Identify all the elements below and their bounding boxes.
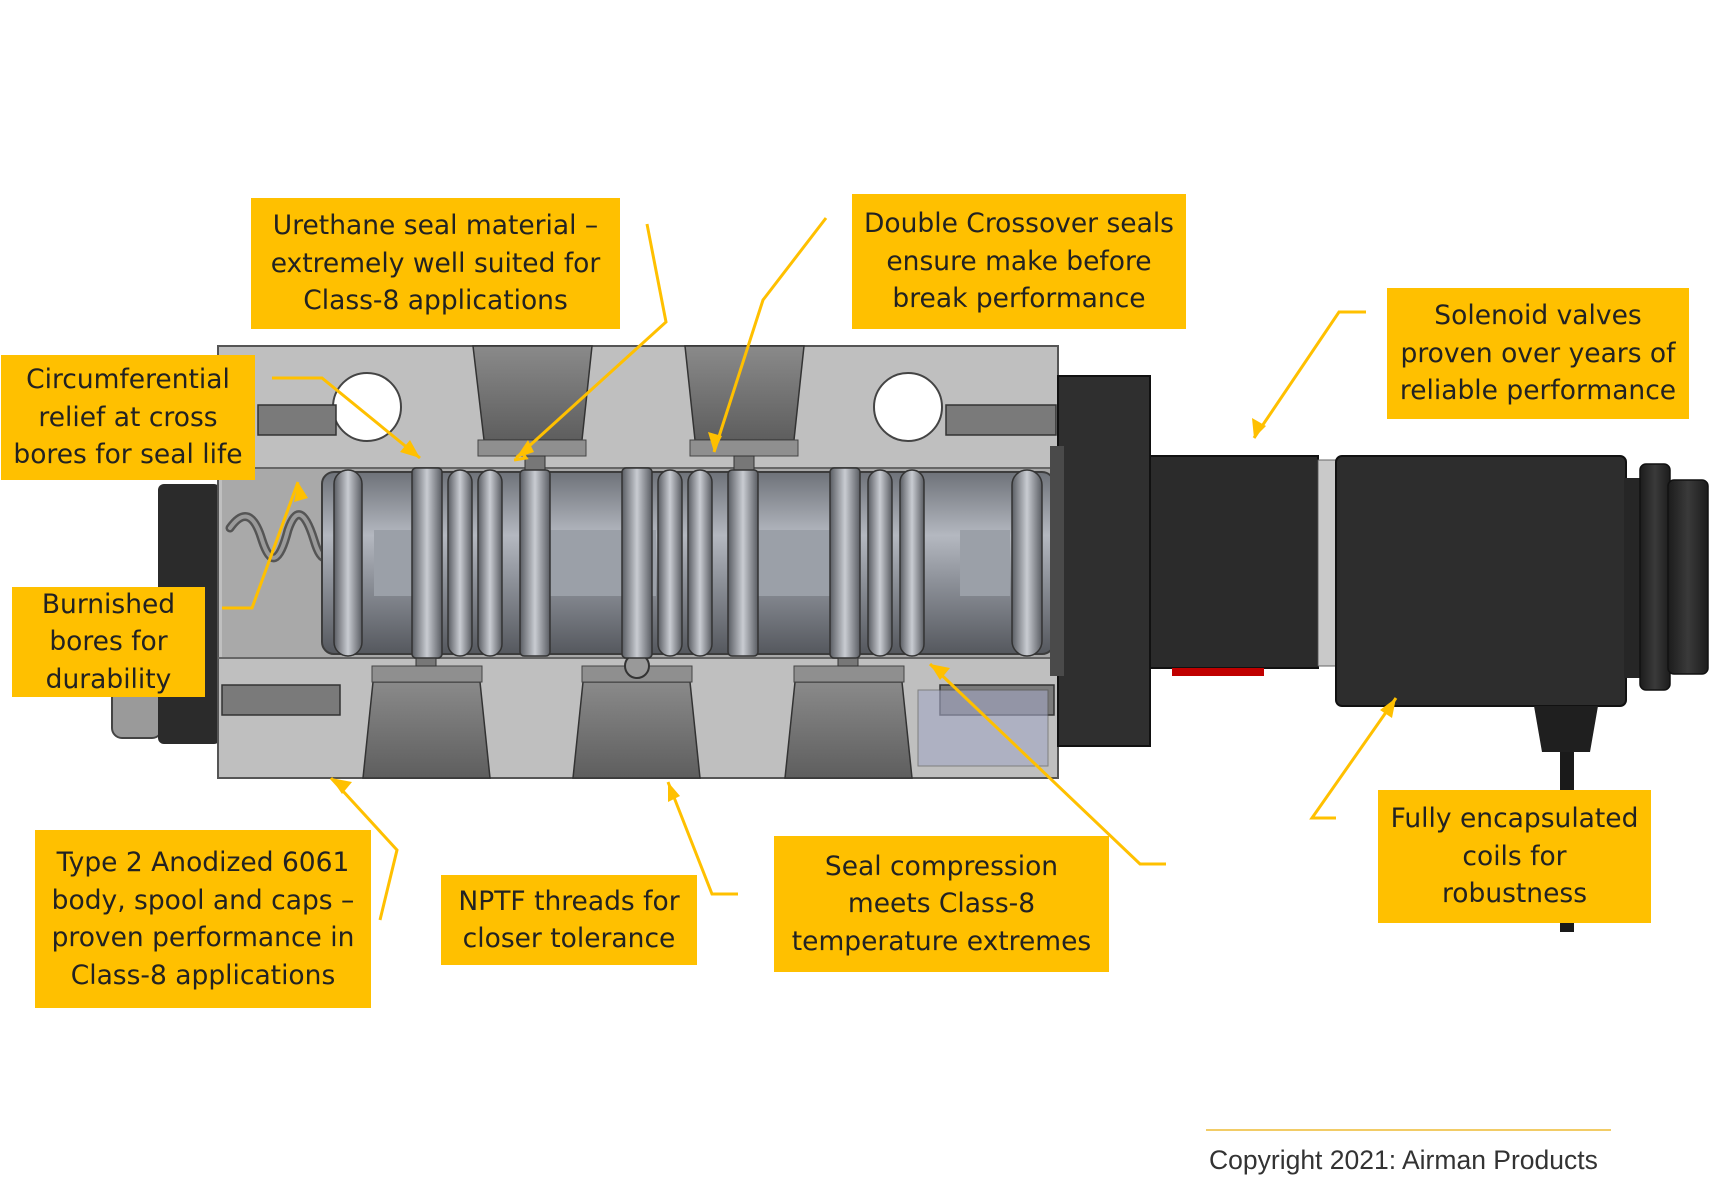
callout-encapsulated-coils: Fully encapsulated coils for robustness	[1378, 790, 1651, 923]
callout-urethane-seal: Urethane seal material – extremely well …	[251, 198, 620, 329]
callout-anodized-body: Type 2 Anodized 6061 body, spool and cap…	[35, 830, 371, 1008]
callout-circumferential-relief: Circumferential relief at cross bores fo…	[1, 355, 255, 480]
callout-urethane-seal-text: Urethane seal material – extremely well …	[270, 210, 601, 317]
leader-arrowheads	[294, 418, 1396, 802]
upper-ports	[472, 345, 805, 483]
callout-nptf-threads-text: NPTF threads for closer tolerance	[458, 885, 680, 955]
callout-double-crossover: Double Crossover seals ensure make befor…	[852, 194, 1186, 329]
callout-solenoid-valves-text: Solenoid valves proven over years of rel…	[1399, 300, 1677, 407]
valve-body	[217, 345, 1059, 779]
copyright-rule	[1206, 1129, 1611, 1131]
spool	[321, 467, 1055, 659]
callout-anodized-body-text: Type 2 Anodized 6061 body, spool and cap…	[51, 847, 355, 991]
callout-burnished-bores-text: Burnished bores for durability	[41, 588, 176, 695]
callout-burnished-bores: Burnished bores for durability	[12, 587, 205, 697]
copyright-text: Copyright 2021: Airman Products	[1209, 1145, 1598, 1175]
callout-circumferential-relief-text: Circumferential relief at cross bores fo…	[13, 364, 243, 471]
callout-seal-compression: Seal compression meets Class-8 temperatu…	[774, 836, 1109, 972]
callout-seal-compression-text: Seal compression meets Class-8 temperatu…	[791, 850, 1092, 957]
callout-solenoid-valves: Solenoid valves proven over years of rel…	[1387, 288, 1689, 419]
callout-double-crossover-text: Double Crossover seals ensure make befor…	[863, 208, 1174, 315]
callout-encapsulated-coils-text: Fully encapsulated coils for robustness	[1390, 803, 1639, 910]
callout-nptf-threads: NPTF threads for closer tolerance	[441, 875, 697, 965]
right-end-flange	[1050, 375, 1151, 747]
leader-lines	[222, 217, 1398, 921]
solenoid-operator	[1149, 455, 1709, 932]
lower-ports	[362, 639, 1049, 779]
